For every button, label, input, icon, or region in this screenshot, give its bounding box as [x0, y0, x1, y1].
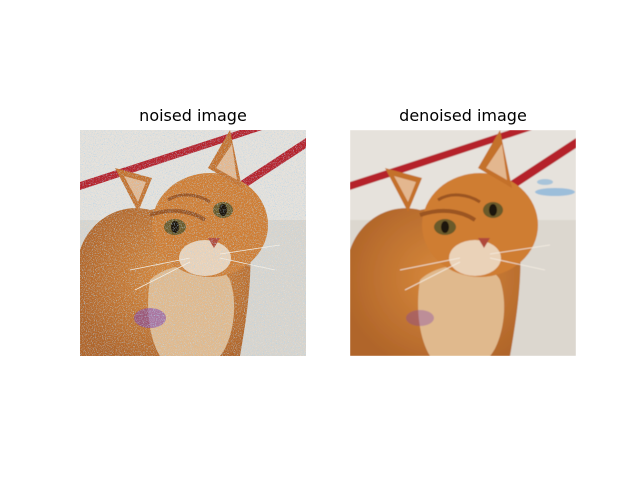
noised-image-panel — [80, 130, 306, 356]
denoised-image-panel — [350, 130, 576, 356]
denoised-cat-photo — [350, 130, 576, 356]
noised-cat-photo — [80, 130, 306, 356]
panel-title-noised: noised image — [139, 106, 247, 125]
panel-title-denoised: denoised image — [399, 106, 527, 125]
